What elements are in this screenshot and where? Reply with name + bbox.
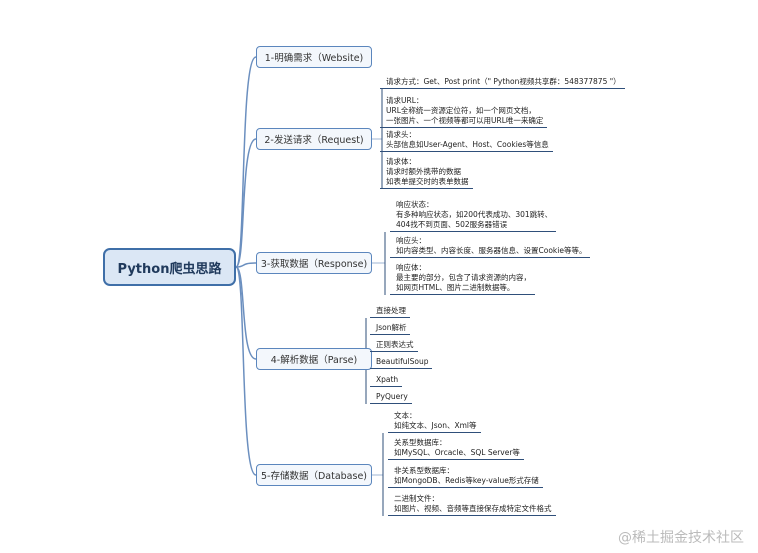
leaf-node[interactable]: 非关系型数据库：如MongoDB、Redis等key-value形式存储 — [388, 466, 543, 488]
leaf-node[interactable]: BeautifulSoup — [370, 357, 433, 369]
branch-2[interactable]: 2-发送请求（Request) — [256, 128, 372, 150]
leaf-node[interactable]: PyQuery — [370, 392, 412, 404]
leaf-node[interactable]: 二进制文件：如图片、视频、音频等直接保存成特定文件格式 — [388, 494, 556, 516]
leaf-text: 如内容类型、内容长度、服务器信息、设置Cookie等等。 — [396, 246, 587, 255]
leaf-text: 头部信息如User-Agent、Host、Cookies等信息 — [386, 140, 549, 149]
leaf-node[interactable]: Xpath — [370, 375, 403, 387]
leaf-text: PyQuery — [376, 392, 408, 401]
leaf-text: 请求时额外携带的数据 — [386, 167, 461, 176]
leaf-text: URL全称统一资源定位符，如一个网页文档， — [386, 106, 536, 115]
leaf-text: Json解析 — [376, 323, 407, 332]
leaf-text: 如网页HTML、图片二进制数据等。 — [396, 283, 515, 292]
connector — [235, 266, 257, 360]
connector — [235, 262, 257, 268]
connector — [235, 56, 257, 268]
leaf-text: 响应头： — [396, 236, 426, 245]
leaf-text: 如MongoDB、Redis等key-value形式存储 — [394, 476, 539, 485]
leaf-text: 最主要的部分，包含了请求资源的内容， — [396, 273, 531, 282]
leaf-node[interactable]: Json解析 — [370, 323, 411, 335]
leaf-text: 如纯文本、Json、Xml等 — [394, 421, 477, 430]
leaf-text: 请求方式：Get、Post print（" Python视频共享群：548377… — [386, 77, 621, 86]
leaf-node[interactable]: 请求URL：URL全称统一资源定位符，如一个网页文档，一张图片、一个视频等都可以… — [380, 96, 548, 128]
leaf-text: 响应体： — [396, 263, 426, 272]
leaf-text: 请求URL： — [386, 96, 424, 105]
leaf-node[interactable]: 请求体：请求时额外携带的数据如表单提交时的表单数据 — [380, 157, 473, 189]
leaf-text: 文本： — [394, 411, 417, 420]
central-topic[interactable]: Python爬虫思路 — [103, 248, 236, 286]
leaf-node[interactable]: 响应状态：有多种响应状态，如200代表成功、301跳转、404找不到页面、502… — [390, 200, 557, 232]
leaf-node[interactable]: 响应体：最主要的部分，包含了请求资源的内容，如网页HTML、图片二进制数据等。 — [390, 263, 535, 295]
leaf-node[interactable]: 正则表达式 — [370, 340, 418, 352]
leaf-node[interactable]: 请求方式：Get、Post print（" Python视频共享群：548377… — [380, 77, 625, 89]
leaf-text: 正则表达式 — [376, 340, 414, 349]
leaf-text: 响应状态： — [396, 200, 434, 209]
branch-5[interactable]: 5-存储数据（Database) — [256, 464, 372, 486]
connector — [235, 138, 257, 268]
leaf-text: 404找不到页面、502服务器错误 — [396, 220, 508, 229]
leaf-text: 如图片、视频、音频等直接保存成特定文件格式 — [394, 504, 552, 513]
leaf-node[interactable]: 关系型数据库：如MySQL、Orcacle、SQL Server等 — [388, 438, 524, 460]
leaf-node[interactable]: 响应头：如内容类型、内容长度、服务器信息、设置Cookie等等。 — [390, 236, 591, 258]
leaf-text: 如表单提交时的表单数据 — [386, 177, 469, 186]
watermark: @稀土掘金技术社区 — [618, 530, 744, 546]
branch-1[interactable]: 1-明确需求（Website) — [256, 46, 372, 68]
branch-4[interactable]: 4-解析数据（Parse) — [256, 348, 372, 370]
leaf-text: Xpath — [376, 375, 399, 384]
branch-3[interactable]: 3-获取数据（Response) — [256, 252, 372, 274]
leaf-text: 一张图片、一个视频等都可以用URL唯一来确定 — [386, 116, 544, 125]
leaf-text: 有多种响应状态，如200代表成功、301跳转、 — [396, 210, 553, 219]
leaf-text: 二进制文件： — [394, 494, 439, 503]
leaf-text: 直接处理 — [376, 306, 406, 315]
leaf-node[interactable]: 请求头：头部信息如User-Agent、Host、Cookies等信息 — [380, 130, 553, 152]
leaf-text: 请求体： — [386, 157, 416, 166]
leaf-node[interactable]: 文本：如纯文本、Json、Xml等 — [388, 411, 481, 433]
leaf-text: 非关系型数据库： — [394, 466, 454, 475]
leaf-text: BeautifulSoup — [376, 357, 429, 366]
leaf-text: 关系型数据库： — [394, 438, 447, 447]
leaf-text: 如MySQL、Orcacle、SQL Server等 — [394, 448, 520, 457]
leaf-node[interactable]: 直接处理 — [370, 306, 410, 318]
connector — [235, 266, 257, 476]
leaf-text: 请求头： — [386, 130, 416, 139]
